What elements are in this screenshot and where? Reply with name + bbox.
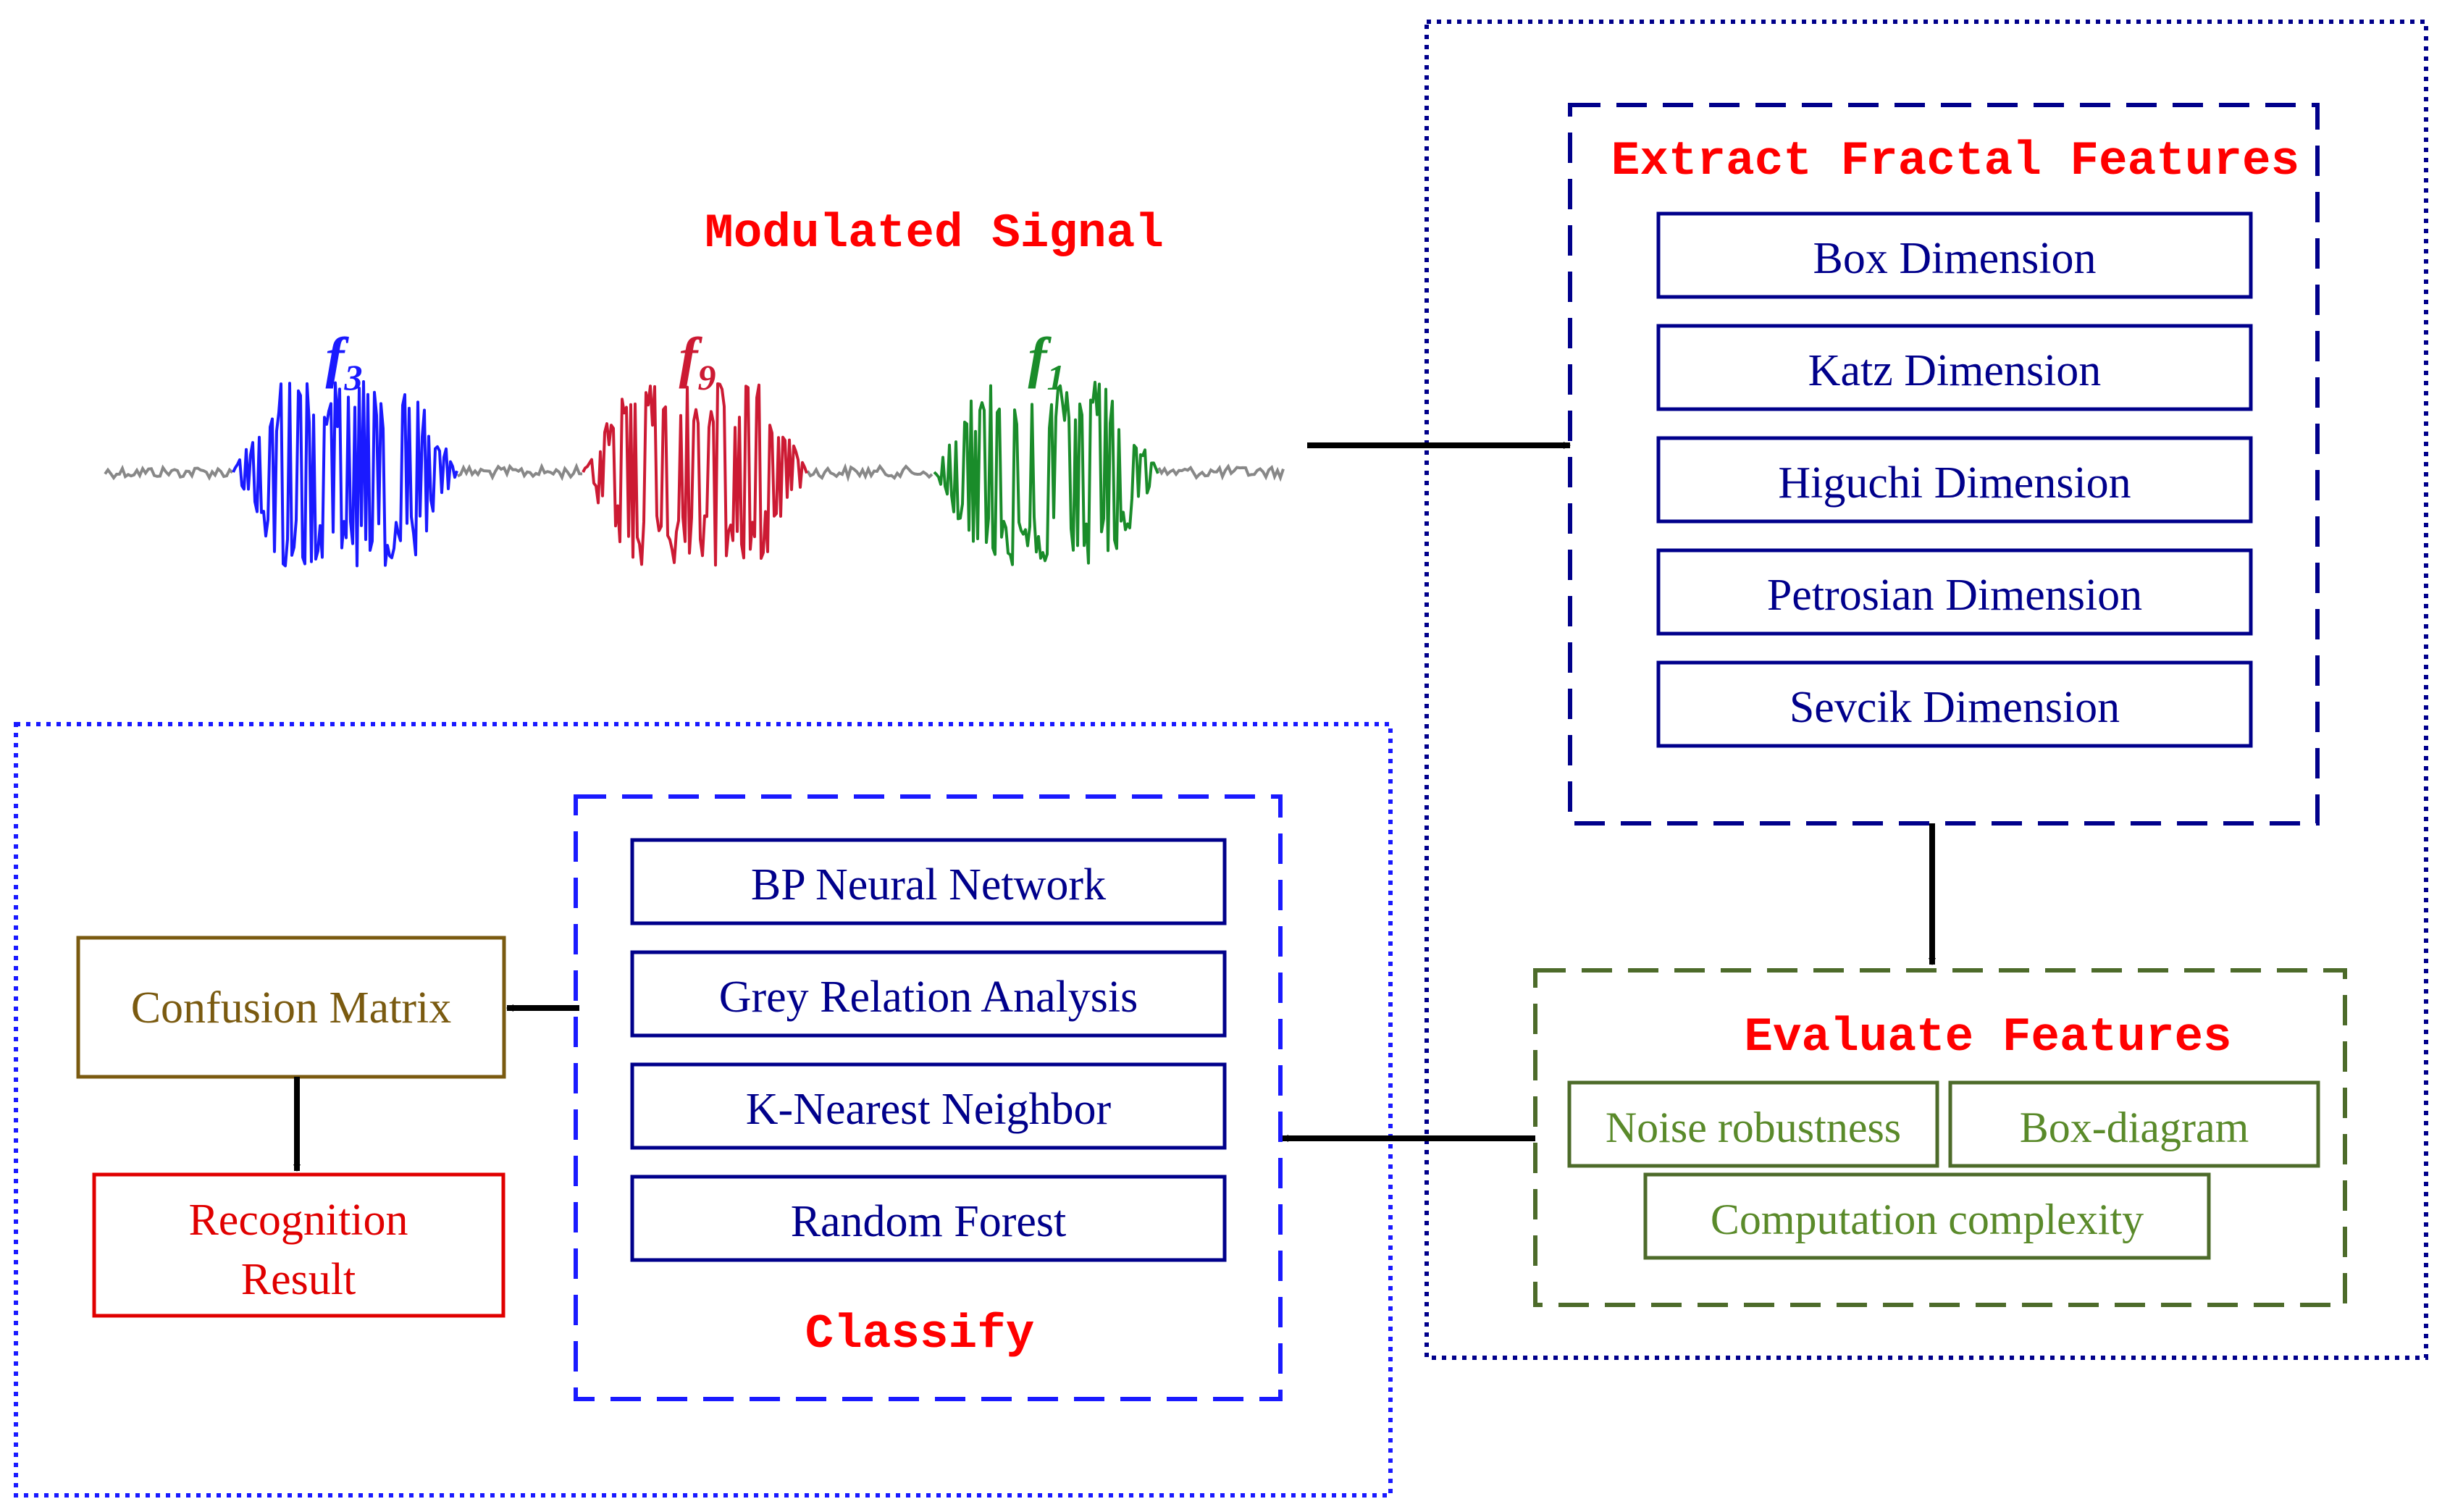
classify-item-k-nearest-neighbor: K-Nearest Neighbor — [630, 1062, 1227, 1150]
extract-item-box-dimension: Box Dimension — [1656, 211, 2253, 299]
evaluate-features-box — [1533, 968, 2347, 1307]
svg-text:Confusion Matrix: Confusion Matrix — [131, 983, 452, 1033]
classify-item-bp-neural-network: BP Neural Network — [630, 838, 1227, 925]
evaluate-item-noise-robustness: Noise robustness — [1567, 1080, 1939, 1168]
svg-text:BP Neural Network: BP Neural Network — [751, 860, 1106, 910]
signal-burst-0 — [232, 380, 458, 568]
modulated-signal-title: Modulated Signal — [705, 206, 1164, 261]
recognition-result-box: Recognition Result — [92, 1172, 505, 1318]
classify-item-random-forest: Random Forest — [630, 1175, 1227, 1262]
extract-item-petrosian-dimension: Petrosian Dimension — [1656, 548, 2253, 636]
evaluate-item-box-diagram: Box-diagram — [1948, 1080, 2320, 1168]
classify-box — [574, 794, 1283, 1401]
confusion-matrix-box: Confusion Matrix — [76, 936, 506, 1079]
extract-item-katz-dimension: Katz Dimension — [1656, 324, 2253, 411]
svg-text:Computation complexity: Computation complexity — [1711, 1196, 2144, 1243]
evaluate-item-computation-complexity: Computation complexity — [1643, 1172, 2211, 1260]
svg-text:Random Forest: Random Forest — [791, 1197, 1067, 1246]
svg-text:Sevcik Dimension: Sevcik Dimension — [1789, 683, 2120, 732]
signal-noise-segment-2 — [806, 463, 933, 482]
svg-text:Recognition: Recognition — [188, 1196, 408, 1245]
signal-noise-segment-3 — [1157, 463, 1285, 482]
burst-label-f3: f3 — [326, 326, 363, 398]
svg-text:Noise robustness: Noise robustness — [1606, 1104, 1901, 1151]
burst-label-f9: f9 — [679, 326, 716, 398]
extract-features-title: Extract Fractal Features — [1611, 134, 2300, 188]
extract-features-box — [1568, 103, 2320, 826]
signal-noise-segment-1 — [457, 462, 583, 482]
classify-title: Classify — [805, 1307, 1035, 1361]
svg-text:Petrosian Dimension: Petrosian Dimension — [1767, 571, 2142, 620]
classify-item-grey-relation-analysis: Grey Relation Analysis — [630, 950, 1227, 1038]
svg-text:Box-diagram: Box-diagram — [2020, 1104, 2249, 1151]
evaluate-features-title: Evaluate Features — [1744, 1010, 2231, 1064]
burst-label-f1: f1 — [1028, 326, 1065, 398]
svg-text:Result: Result — [241, 1255, 356, 1304]
signal-noise-segment-0 — [104, 464, 234, 481]
svg-text:Box Dimension: Box Dimension — [1813, 234, 2097, 283]
svg-text:K-Nearest Neighbor: K-Nearest Neighbor — [746, 1085, 1112, 1134]
modulated-signal-waveform — [104, 380, 1285, 568]
svg-text:Higuchi Dimension: Higuchi Dimension — [1778, 458, 2131, 508]
signal-burst-2 — [933, 380, 1159, 566]
svg-text:Grey Relation Analysis: Grey Relation Analysis — [719, 973, 1138, 1022]
left-outer-dotted-region — [14, 722, 1393, 1498]
svg-text:Katz Dimension: Katz Dimension — [1808, 346, 2102, 395]
right-outer-dotted-region — [1424, 20, 2428, 1360]
extract-item-sevcik-dimension: Sevcik Dimension — [1656, 660, 2253, 748]
extract-item-higuchi-dimension: Higuchi Dimension — [1656, 436, 2253, 524]
signal-burst-1 — [582, 382, 808, 567]
